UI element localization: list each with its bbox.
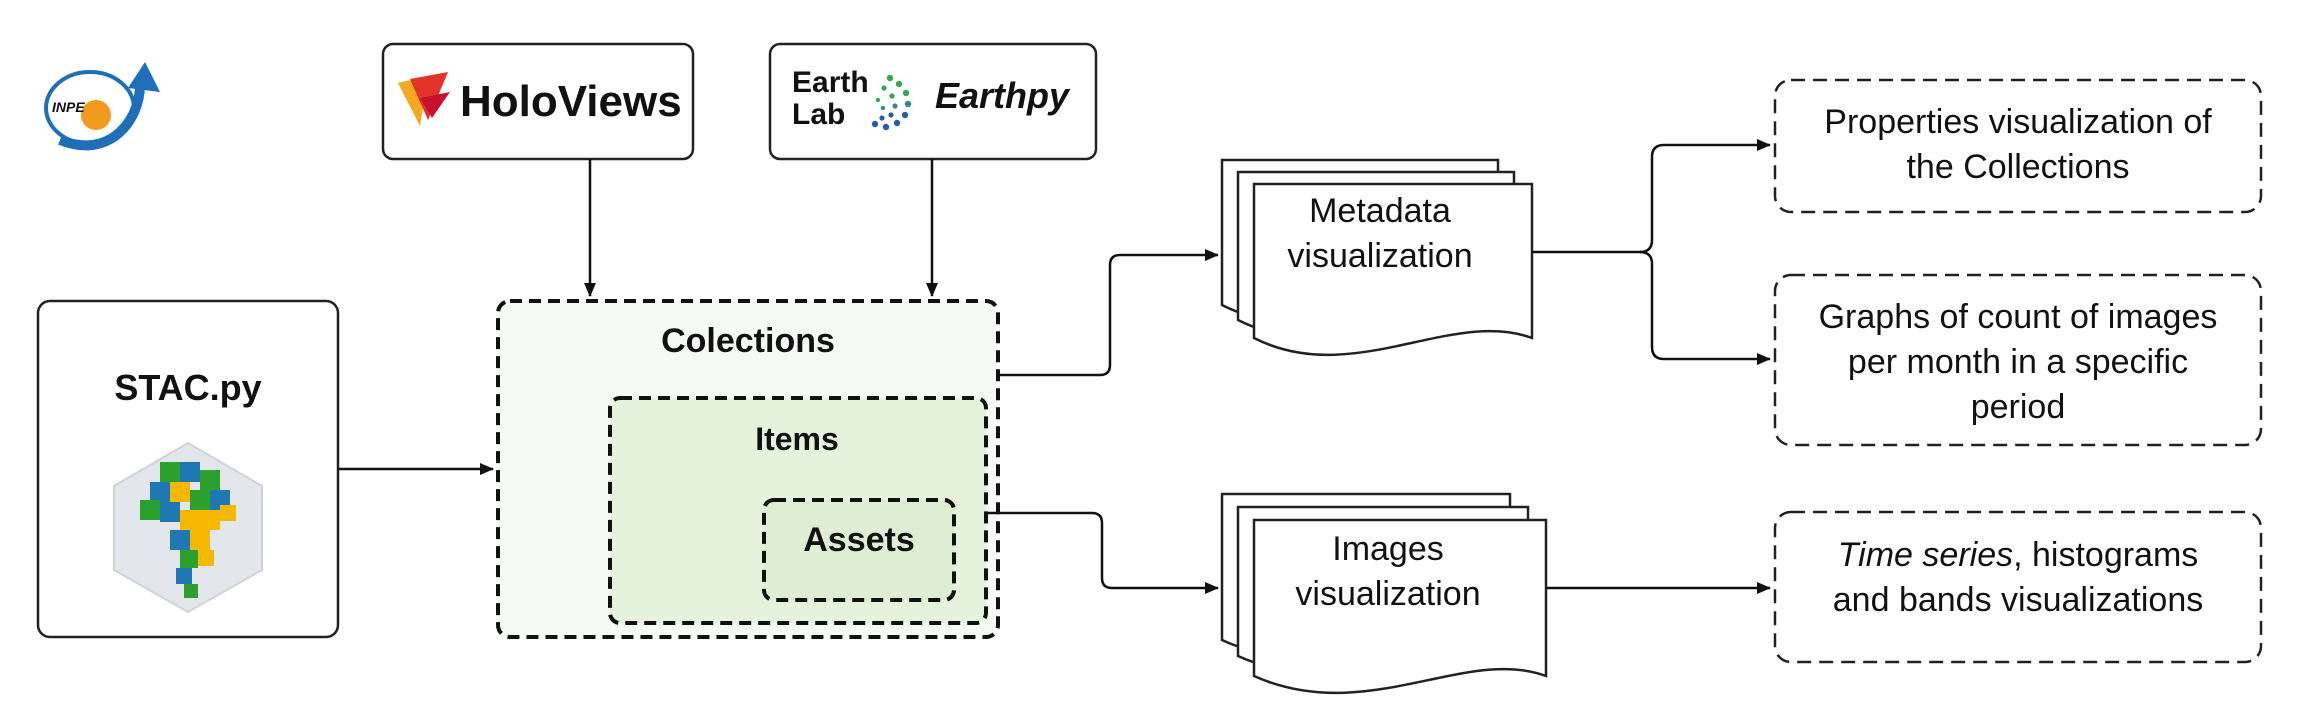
properties-line2: the Collections (1906, 148, 2129, 186)
arrow-items-to-images (986, 511, 1219, 594)
timeseries-rest: , histograms (2013, 536, 2198, 574)
metadata-doc-stack (1220, 158, 1534, 356)
earthpy-label: Earthpy (935, 75, 1071, 116)
metadata-doc-line1: Metadata (1309, 192, 1451, 230)
metadata-doc-line2: visualization (1287, 237, 1472, 275)
graphs-line3: period (1971, 388, 2066, 426)
earthlab-label-line2: Lab (792, 98, 845, 131)
graphs-output-box (1773, 273, 2263, 447)
earthlab-dots-icon (871, 74, 912, 131)
stac-title: STAC.py (114, 367, 261, 408)
timeseries-output-box (1773, 510, 2263, 664)
earthlab-label-line1: Earth (792, 66, 869, 99)
images-doc-stack (1220, 492, 1548, 695)
properties-output-box (1773, 78, 2263, 214)
brazil-cube-icon (113, 441, 263, 614)
graphs-line2: per month in a specific (1848, 343, 2188, 381)
timeseries-line2: and bands visualizations (1833, 581, 2203, 619)
collections-label: Colections (661, 322, 835, 360)
holoviews-icon (398, 72, 450, 126)
holoviews-box (381, 42, 695, 161)
assets-box (762, 498, 956, 602)
inpe-logo-text: INPE (52, 99, 85, 115)
arrow-metadata-to-properties (1639, 139, 1771, 254)
properties-line1: Properties visualization of (1824, 103, 2212, 141)
timeseries-line1: Time series, histograms (1838, 536, 2199, 574)
graphs-line1: Graphs of count of images (1819, 298, 2218, 336)
arrow-collections-to-metadata (1000, 249, 1219, 377)
assets-label: Assets (803, 521, 915, 559)
timeseries-italic: Time series (1838, 536, 2013, 574)
arrow-metadata-to-graphs (1639, 250, 1771, 365)
images-doc-line1: Images (1332, 530, 1444, 568)
inpe-logo: INPE (44, 62, 160, 151)
images-doc-line2: visualization (1295, 575, 1480, 613)
holoviews-label: HoloViews (460, 77, 682, 126)
items-label: Items (755, 421, 839, 457)
